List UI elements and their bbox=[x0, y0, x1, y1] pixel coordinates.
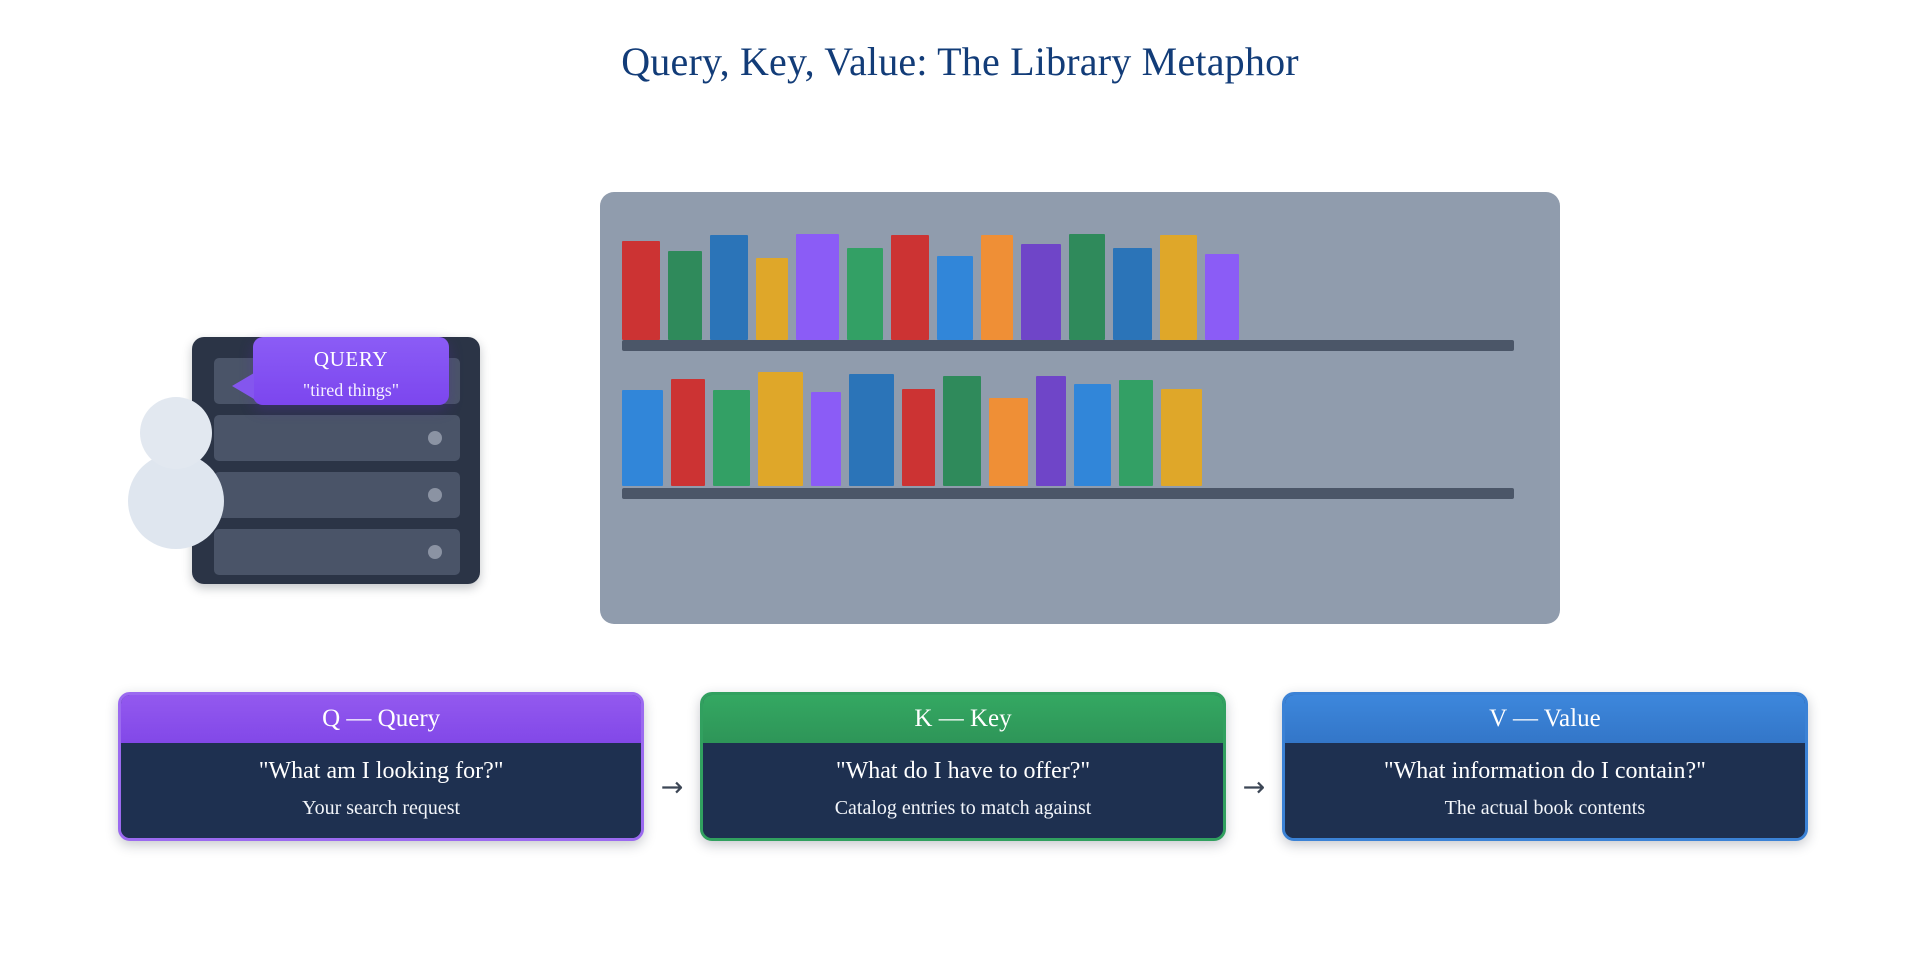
book-spine bbox=[671, 379, 705, 486]
qkv-card-description: The actual book contents bbox=[1444, 797, 1646, 820]
book-spine bbox=[937, 256, 973, 340]
qkv-card-question: "What am I looking for?" bbox=[258, 758, 504, 784]
query-bubble-subtitle: "tired things" bbox=[302, 380, 400, 400]
book-spine bbox=[1036, 376, 1066, 486]
qkv-card-question: "What information do I contain?" bbox=[1383, 758, 1706, 784]
book-spine bbox=[756, 258, 788, 340]
drawer-handle-icon bbox=[428, 545, 442, 559]
qkv-card-header: K — Key bbox=[702, 695, 1224, 743]
bookshelf-row-bottom bbox=[622, 358, 1538, 486]
qkv-card-row: Q — Query "What am I looking for?" Your se… bbox=[118, 692, 1809, 872]
qkv-card-body: "What do I have to offer?" Catalog entrie… bbox=[702, 743, 1224, 839]
book-spine bbox=[713, 390, 750, 486]
drawer-handle-icon bbox=[428, 431, 442, 445]
book-spine bbox=[902, 389, 935, 486]
shelf-board-lower bbox=[622, 488, 1514, 499]
qkv-card-v[interactable]: V — Value"What information do I contain?… bbox=[1281, 692, 1809, 842]
qkv-card-question: "What do I have to offer?" bbox=[835, 758, 1091, 784]
book-spine bbox=[891, 235, 929, 340]
qkv-card-body: "What information do I contain?" The actu… bbox=[1284, 743, 1806, 839]
book-spine bbox=[1161, 389, 1202, 486]
book-spine bbox=[622, 390, 663, 486]
bookshelf-row-top bbox=[622, 218, 1538, 340]
qkv-card-header: V — Value bbox=[1284, 695, 1806, 743]
flow-arrow-icon: → bbox=[1242, 771, 1266, 803]
qkv-card-body: "What am I looking for?" Your search requ… bbox=[121, 743, 642, 839]
book-spine bbox=[1113, 248, 1152, 340]
book-spine bbox=[1074, 384, 1111, 486]
book-spine bbox=[847, 248, 883, 340]
qkv-card-header: Q — Query bbox=[121, 695, 642, 743]
book-spine bbox=[1119, 380, 1153, 486]
book-spine bbox=[1205, 254, 1239, 340]
book-spine bbox=[622, 241, 660, 340]
speech-bubble-tail-icon bbox=[232, 373, 254, 399]
catalog-drawer-4[interactable] bbox=[214, 529, 460, 575]
drawer-handle-icon bbox=[428, 488, 442, 502]
page-title-text: Query, Key, Value: The Library Metaphor bbox=[621, 39, 1299, 84]
qkv-card-k[interactable]: K — Key "What do I have to offer?" Catalog… bbox=[699, 692, 1227, 842]
query-speech-bubble: QUERY "tired things" bbox=[232, 337, 449, 405]
bookshelf bbox=[600, 192, 1560, 624]
catalog-drawer-2[interactable] bbox=[214, 415, 460, 461]
book-spine bbox=[989, 398, 1028, 486]
book-spine bbox=[668, 251, 702, 340]
book-spine bbox=[1021, 244, 1061, 340]
shelf-board-upper bbox=[622, 340, 1514, 351]
qkv-card-description: Your search request bbox=[302, 797, 461, 820]
librarian-head-icon bbox=[140, 397, 212, 469]
page-title: Query, Key, Value: The Library Metaphor bbox=[0, 38, 1920, 85]
query-bubble-title: QUERY bbox=[313, 347, 389, 371]
book-spine bbox=[710, 235, 748, 340]
qkv-card-q[interactable]: Q — Query "What am I looking for?" Your se… bbox=[118, 692, 645, 842]
book-spine bbox=[796, 234, 839, 340]
book-spine bbox=[1069, 234, 1105, 340]
book-spine bbox=[943, 376, 981, 486]
book-spine bbox=[811, 392, 841, 486]
qkv-card-description: Catalog entries to match against bbox=[834, 797, 1092, 820]
book-spine bbox=[981, 235, 1013, 340]
librarian-body-icon bbox=[128, 453, 224, 549]
book-spine bbox=[849, 374, 894, 486]
catalog-drawer-3[interactable] bbox=[214, 472, 460, 518]
book-spine bbox=[1160, 235, 1197, 340]
book-spine bbox=[758, 372, 803, 486]
flow-arrow-icon: → bbox=[660, 771, 684, 803]
